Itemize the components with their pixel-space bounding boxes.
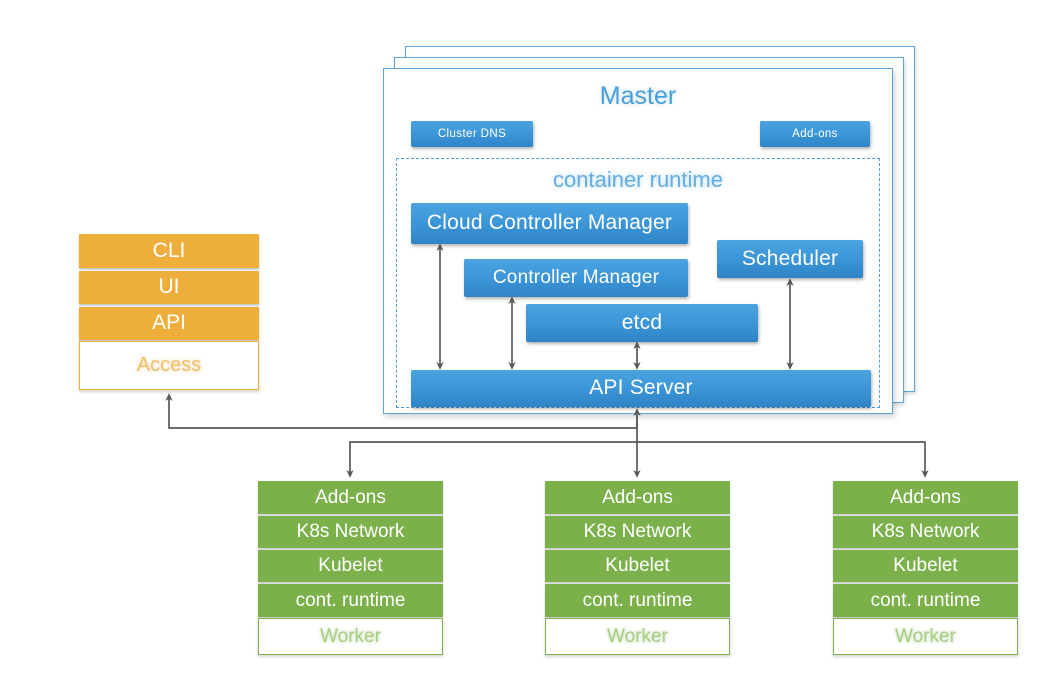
worker-1-layer-kubelet[interactable]: Kubelet <box>258 550 443 582</box>
wire-apiserver-to-worker-1 <box>346 415 638 478</box>
component-cloud-controller-manager[interactable]: Cloud Controller Manager <box>411 203 688 244</box>
worker-1-layer-k8s-network[interactable]: K8s Network <box>258 516 443 548</box>
access-item-cli[interactable]: CLI <box>79 234 259 268</box>
master-chip-cluster-dns[interactable]: Cluster DNS <box>411 121 533 147</box>
worker-2-layer-kubelet[interactable]: Kubelet <box>545 550 730 582</box>
worker-1-group-label: Worker <box>258 618 443 655</box>
access-item-ui[interactable]: UI <box>79 271 259 304</box>
wire-apiserver-to-worker-3 <box>637 441 929 478</box>
worker-3-layer-k8s-network[interactable]: K8s Network <box>833 516 1018 548</box>
worker-3-layer-kubelet[interactable]: Kubelet <box>833 550 1018 582</box>
worker-3-layer-add-ons[interactable]: Add-ons <box>833 481 1018 514</box>
worker-2-layer-cont-runtime[interactable]: cont. runtime <box>545 584 730 617</box>
worker-2-layer-add-ons[interactable]: Add-ons <box>545 481 730 514</box>
access-item-api[interactable]: API <box>79 307 259 340</box>
component-controller-manager[interactable]: Controller Manager <box>464 259 688 297</box>
container-runtime-title: container runtime <box>553 167 723 192</box>
component-api-server[interactable]: API Server <box>411 370 871 407</box>
worker-2-group-label: Worker <box>545 618 730 655</box>
access-group-label: Access <box>79 341 259 390</box>
master-title: Master <box>599 82 677 110</box>
master-chip-add-ons[interactable]: Add-ons <box>760 121 870 147</box>
worker-2-layer-k8s-network[interactable]: K8s Network <box>545 516 730 548</box>
worker-1-layer-add-ons[interactable]: Add-ons <box>258 481 443 514</box>
worker-3-layer-cont-runtime[interactable]: cont. runtime <box>833 584 1018 617</box>
component-etcd[interactable]: etcd <box>526 304 758 342</box>
worker-3-group-label: Worker <box>833 618 1018 655</box>
worker-1-layer-cont-runtime[interactable]: cont. runtime <box>258 584 443 617</box>
component-scheduler[interactable]: Scheduler <box>717 240 863 278</box>
